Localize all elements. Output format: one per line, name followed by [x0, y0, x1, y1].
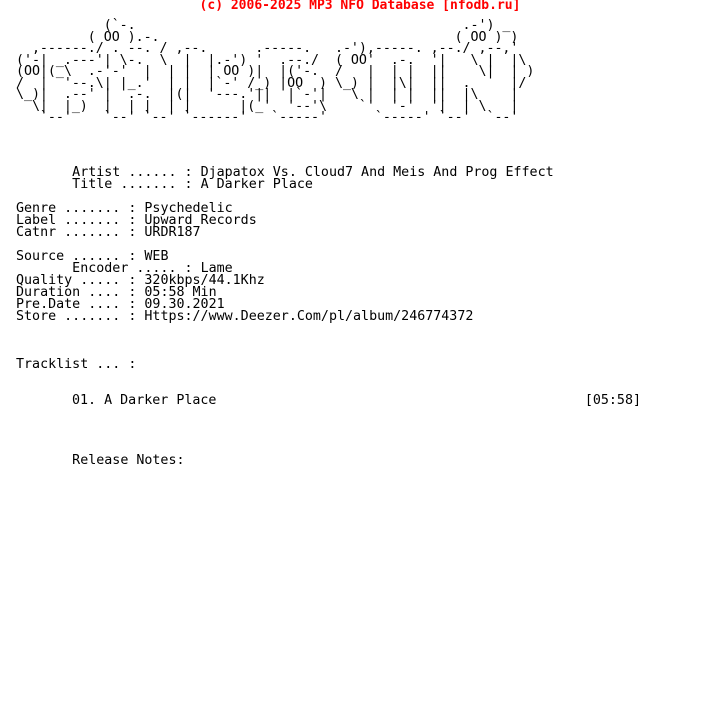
copyright-header: (c) 2006-2025 MP3 NFO Database [nfodb.ru…	[199, 0, 521, 13]
artist-value: Djapatox Vs. Cloud7 And Meis And Prog Ef…	[200, 165, 554, 180]
track-number: 01.	[72, 393, 105, 408]
artist-row: Artist ...... : Djapatox Vs. Cloud7 And …	[16, 165, 706, 180]
encoder-label: Encoder ..... :	[16, 261, 201, 276]
predate-value: 09.30.2021	[144, 297, 225, 312]
ascii-logo-line: (OO|(_\ .-'-' | | | | OO )| |('-. / | | …	[16, 64, 535, 79]
ascii-logo-line: / | '--.\| |_.' | | |`-' /_) |OO ) \_) |…	[16, 75, 527, 91]
quality-row: Quality ..... : 320kbps/44.1Khz	[16, 273, 706, 288]
catnr-value: URDR187	[144, 225, 201, 240]
track-name: 01. A Darker Place	[72, 393, 217, 408]
ascii-logo-line: ( OO ).-. ( OO ) )	[16, 29, 519, 45]
spacer	[16, 335, 706, 347]
ascii-logo: (`-. .-') _ ( OO ).-. ( OO ) ) ,------./…	[16, 18, 535, 125]
spacer	[16, 419, 706, 431]
spacer	[16, 323, 706, 335]
ascii-logo-line: ('-| _.---'| \-. \ | |.-') ' .--./ ( OO'…	[16, 52, 527, 68]
catnr-label: Catnr ....... :	[16, 225, 145, 240]
predate-row: Pre.Date .... : 09.30.2021	[16, 297, 706, 312]
store-label: Store ....... :	[16, 309, 145, 324]
label-row: Label ....... : Upward Records	[16, 213, 706, 228]
store-row: Store ....... : Https://www.Deezer.Com/p…	[16, 309, 706, 324]
quality-value: 320kbps/44.1Khz	[144, 273, 265, 288]
encoder-row: Encoder ..... : Lame	[16, 261, 706, 276]
title-value: A Darker Place	[200, 177, 313, 192]
catnr-row: Catnr ....... : URDR187	[16, 225, 706, 240]
source-row: Source ...... : WEB	[16, 249, 706, 264]
ascii-logo-line: \| |_) | | | | | |(_' '--'\ `' '-' '| | …	[16, 98, 519, 114]
ascii-logo-line: `--' `--' `--' `------' `-----' `-----' …	[16, 110, 519, 125]
release-notes-heading: Release Notes:	[16, 453, 185, 468]
duration-label: Duration .... :	[16, 285, 145, 300]
ascii-logo-line: ,------./ . --. / ,--. .-----. .-'),----…	[16, 41, 519, 56]
genre-label: Genre ....... :	[16, 201, 145, 216]
genre-row: Genre ....... : Psychedelic	[16, 201, 706, 216]
predate-label: Pre.Date .... :	[16, 297, 145, 312]
track-row: 01. A Darker Place [05:58]	[16, 393, 641, 408]
tracklist-heading: Tracklist ... :	[16, 357, 137, 372]
title-row: Title ....... : A Darker Place	[16, 177, 706, 192]
label-label: Label ....... :	[16, 213, 145, 228]
track-title: A Darker Place	[104, 393, 217, 408]
encoder-value: Lame	[200, 261, 233, 276]
ascii-logo-line: (`-. .-') _	[16, 18, 511, 33]
duration-row: Duration .... : 05:58 Min	[16, 285, 706, 300]
genre-value: Psychedelic	[144, 201, 233, 216]
artist-label: Artist ...... :	[16, 165, 201, 180]
spacer	[16, 407, 706, 419]
track-length: [05:58]	[584, 393, 641, 408]
quality-label: Quality ..... :	[16, 273, 145, 288]
duration-value: 05:58 Min	[144, 285, 217, 300]
spacer	[16, 371, 706, 383]
spacer	[16, 431, 706, 443]
nfo-body: Artist ...... : Djapatox Vs. Cloud7 And …	[16, 165, 706, 468]
ascii-logo-line: \_)| .--' | .-. |(| '---.'|| |`-'| \ | |…	[16, 87, 519, 102]
title-label: Title ....... :	[16, 177, 201, 192]
store-url: Https://www.Deezer.Com/pl/album/24677437…	[144, 309, 474, 324]
label-value: Upward Records	[144, 213, 257, 228]
source-value: WEB	[144, 249, 169, 264]
source-label: Source ...... :	[16, 249, 145, 264]
